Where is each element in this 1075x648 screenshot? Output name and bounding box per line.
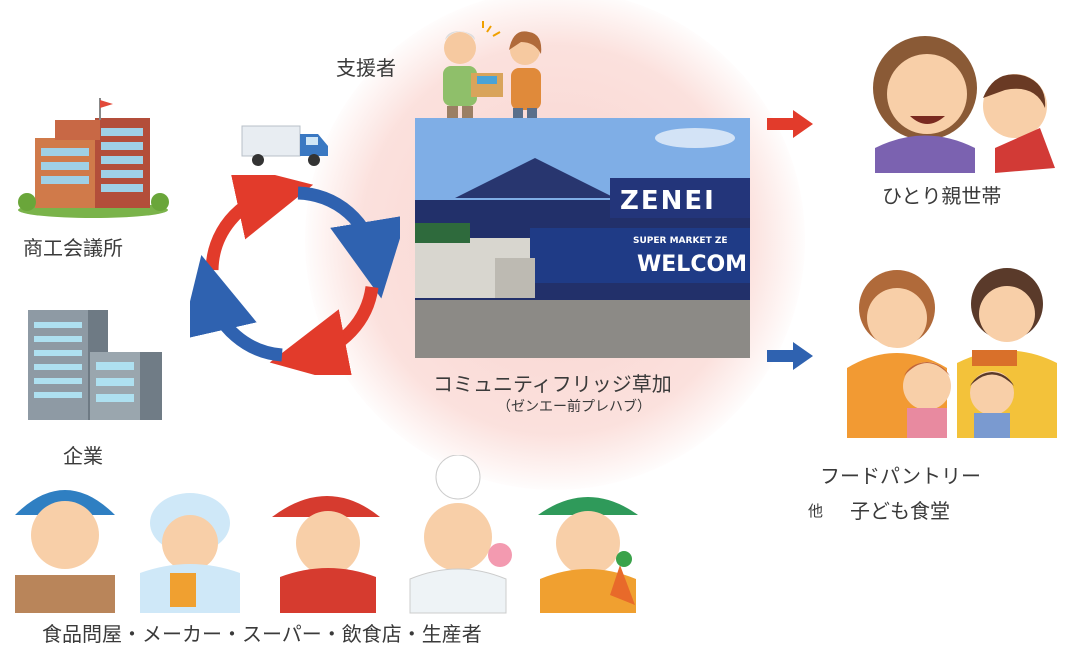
truck-icon xyxy=(241,125,328,166)
cycle-arrow-bottom-left xyxy=(190,254,283,362)
company-building-icon xyxy=(28,310,162,420)
food-pantry-illustration xyxy=(847,268,1057,438)
chef-character xyxy=(409,455,512,614)
banner-big-text: WELCOM xyxy=(637,252,748,277)
arrow-to-single-parent xyxy=(767,110,813,138)
community-fridge-photo: ZENEI SUPER MARKET ZE WELCOM xyxy=(415,118,750,358)
wholesaler-character xyxy=(15,490,115,613)
supermarket-character xyxy=(272,496,380,613)
store-sign: ZENEI xyxy=(620,186,716,216)
single-parent-label: ひとり親世帯 xyxy=(882,184,1002,208)
fridge-location-label: （ゼンエー前プレハブ） xyxy=(497,399,651,415)
cycle-arrows xyxy=(190,175,400,375)
kids-cafeteria-label: 子ども食堂 xyxy=(850,499,950,523)
banner-small-text: SUPER MARKET ZE xyxy=(633,236,728,246)
other-prefix-label: 他 xyxy=(808,502,824,520)
chamber-label: 商工会議所 xyxy=(23,236,123,260)
producer-character xyxy=(538,497,638,613)
food-pantry-label: フードパントリー xyxy=(820,464,981,488)
chamber-building-icon xyxy=(18,98,169,218)
arrow-to-food-pantry xyxy=(767,342,813,370)
fridge-name-label: コミュニティフリッジ草加 xyxy=(433,372,672,396)
supporters-label: 支援者 xyxy=(336,56,396,80)
food-suppliers-label: 食品問屋・メーカー・スーパー・飲食店・生産者 xyxy=(42,622,482,646)
cycle-arrow-bottom-right xyxy=(269,285,379,375)
food-suppliers-illustration xyxy=(15,455,638,614)
cycle-arrow-top-left xyxy=(205,175,314,271)
cycle-arrow-top-right xyxy=(297,186,400,299)
single-parent-illustration xyxy=(873,36,1055,173)
company-label: 企業 xyxy=(63,444,103,468)
maker-character xyxy=(140,493,240,613)
supporters-illustration xyxy=(443,21,542,128)
